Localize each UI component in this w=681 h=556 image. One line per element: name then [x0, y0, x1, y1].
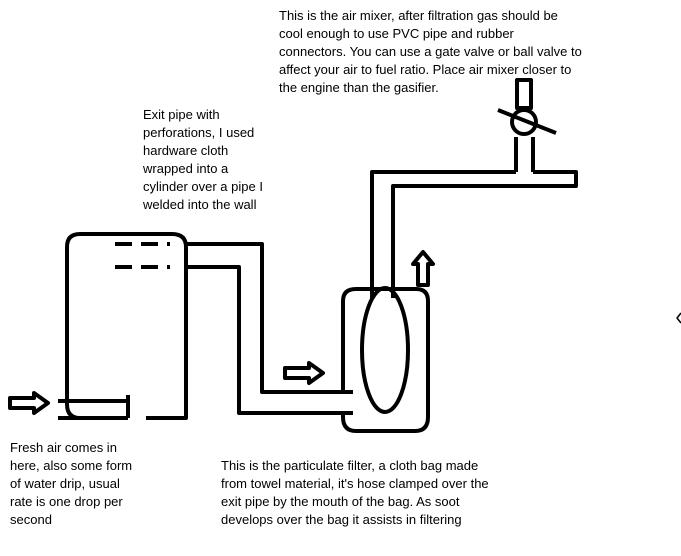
- outlet-pipe-right: [391, 170, 578, 298]
- particulate-filter-note: This is the particulate filter, a cloth …: [221, 458, 489, 527]
- outlet-pipe-left: [370, 170, 516, 298]
- arrow-up-icon: [411, 250, 435, 287]
- air-mixer-note: This is the air mixer, after filtration …: [279, 8, 582, 95]
- edge-mark: [676, 312, 681, 324]
- fresh-air-note: Fresh air comes in here, also some form …: [10, 440, 133, 527]
- exit-pipe-inner: [186, 265, 353, 415]
- exit-pipe-note: Exit pipe with perforations, I used hard…: [143, 107, 263, 212]
- gasifier-vessel: [65, 232, 188, 420]
- filter-housing: [341, 287, 430, 433]
- arrow-right-icon: [8, 391, 50, 415]
- valve-icon[interactable]: [497, 108, 557, 136]
- exit-pipe-outer: [186, 242, 353, 394]
- filter-bag: [360, 286, 410, 414]
- arrow-right-icon: [283, 361, 325, 385]
